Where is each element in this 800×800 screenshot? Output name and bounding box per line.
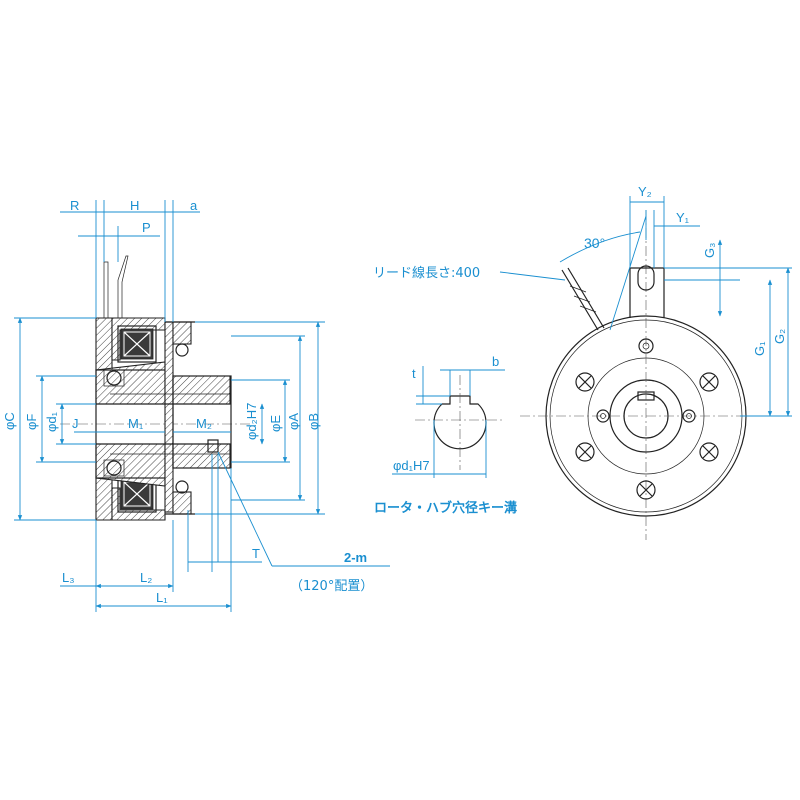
label-2m-note: （120°配置） [290, 579, 373, 594]
coil-upper [117, 325, 157, 363]
label-J: J [72, 416, 79, 431]
label-P: P [142, 220, 151, 235]
label-G2: G₂ [772, 329, 787, 344]
label-Y2: Y₂ [638, 184, 652, 199]
label-30deg: 30° [584, 235, 605, 251]
keyway-detail [392, 366, 505, 478]
label-phid1H7: φd₁H7 [393, 458, 430, 473]
side-section-view [14, 200, 390, 612]
label-R: R [70, 198, 79, 213]
label-L2: L₂ [140, 570, 152, 585]
label-Y1: Y₁ [676, 210, 690, 225]
label-t: t [412, 366, 416, 381]
label-L3: L₃ [62, 570, 75, 585]
bolt-holes [575, 338, 719, 500]
label-phiC: φC [2, 412, 17, 430]
lead-wire-label: リード線長さ:400 [373, 265, 480, 281]
keyway-caption: ロータ・ハブ穴径キー溝 [374, 500, 517, 516]
label-phiB: φB [306, 413, 321, 430]
label-G3: G₃ [702, 243, 717, 258]
label-L1: L₁ [156, 590, 168, 605]
front-view [499, 196, 792, 540]
label-M1: M₁ [128, 416, 144, 431]
label-G1: G₁ [752, 341, 767, 356]
label-phiE: φE [268, 415, 283, 432]
label-M2: M₂ [196, 416, 212, 431]
label-b: b [492, 354, 499, 369]
label-phiF: φF [24, 414, 39, 430]
label-phid1: φd₁ [44, 411, 59, 432]
dimension-labels: R H a P φC φF φd₁ J M₁ M₂ φd₂H7 φE φA φB… [2, 184, 787, 605]
label-T: T [252, 546, 260, 561]
label-phiA: φA [286, 413, 301, 430]
label-a: a [190, 198, 198, 213]
label-H: H [130, 198, 139, 213]
label-2m: 2-m [344, 550, 367, 565]
label-phid2H7: φd₂H7 [244, 403, 259, 440]
